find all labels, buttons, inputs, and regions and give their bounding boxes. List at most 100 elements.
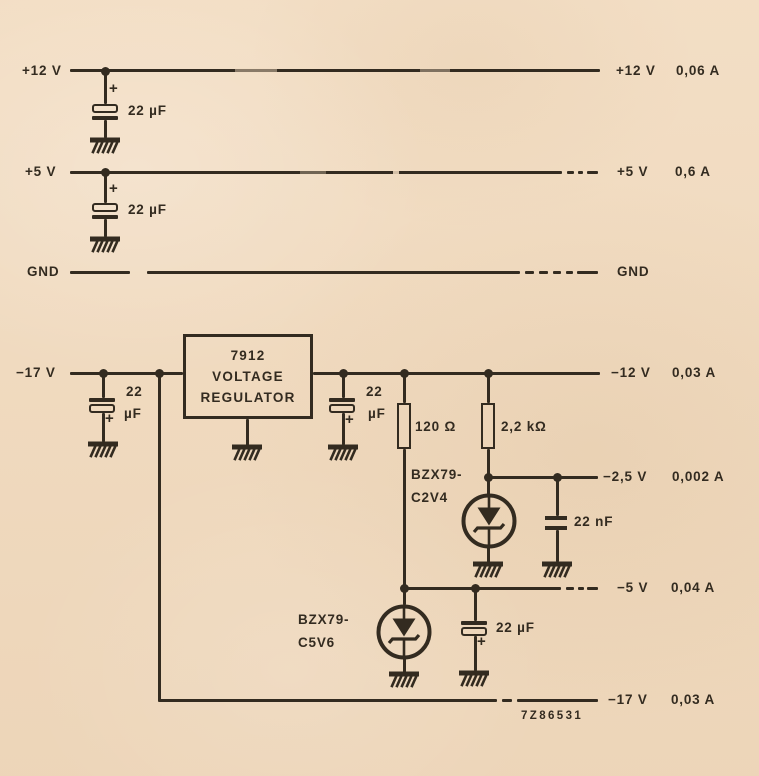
polarity-mark-c2: + xyxy=(109,180,118,197)
ground-symbol-c2 xyxy=(90,236,120,253)
wire-dash xyxy=(578,587,584,590)
ground-symbol-regulator xyxy=(232,444,262,461)
wire-c1-lead xyxy=(104,120,107,138)
wire-r2-lead xyxy=(487,373,490,403)
wire-dash xyxy=(553,271,561,274)
label-minus12-right: −12 V xyxy=(611,365,651,380)
label-minus2v5-current: 0,002 A xyxy=(672,469,725,484)
junction-dot xyxy=(154,368,164,378)
label-plus5-current: 0,6 A xyxy=(675,164,711,179)
capacitor-c4-minus-plate xyxy=(329,398,355,402)
capacitor-c2-minus-plate xyxy=(92,215,118,219)
zener-diode-z2 xyxy=(376,604,432,660)
junction-dot xyxy=(100,66,110,76)
label-plus12-left: +12 V xyxy=(22,63,62,78)
wire-minus2v5-rail xyxy=(487,476,598,479)
label-minus17-current: 0,03 A xyxy=(671,692,716,707)
junction-dot xyxy=(338,368,348,378)
ground-symbol-c6 xyxy=(459,670,489,687)
polarity-mark-c3: + xyxy=(105,410,114,427)
label-c4-value-bottom: µF xyxy=(368,406,386,421)
label-plus5-right: +5 V xyxy=(617,164,649,179)
wire-c4-lead xyxy=(342,373,345,398)
capacitor-c3-plus-plate xyxy=(89,404,115,413)
wire-c6-lead xyxy=(474,636,477,671)
ground-symbol-z1 xyxy=(473,561,503,578)
capacitor-c1-minus-plate xyxy=(92,116,118,120)
wire-c2-lead xyxy=(104,173,107,203)
wire-dash xyxy=(502,699,512,702)
label-minus17-right: −17 V xyxy=(608,692,648,707)
capacitor-c2-plus-plate xyxy=(92,203,118,212)
resistor-r2 xyxy=(481,403,495,449)
wire-gnd-rail xyxy=(70,271,130,274)
wire-minus17-rail xyxy=(158,699,497,702)
regulator-label-line3: REGULATOR xyxy=(200,390,296,405)
label-minus12-current: 0,03 A xyxy=(672,365,717,380)
wire-c1-lead xyxy=(104,71,107,104)
wire-dash xyxy=(566,587,574,590)
wire-r1-to-z2 xyxy=(403,449,406,605)
wire-dash xyxy=(578,171,583,174)
label-minus5-current: 0,04 A xyxy=(671,580,716,595)
label-c2-value: 22 µF xyxy=(128,202,167,217)
junction-dot xyxy=(483,472,493,482)
junction-dot xyxy=(100,167,110,177)
wire-c5-lead xyxy=(556,530,559,562)
junction-dot xyxy=(552,472,562,482)
label-z2-part-line1: BZX79- xyxy=(298,612,350,627)
resistor-r1 xyxy=(397,403,411,449)
label-c1-value: 22 µF xyxy=(128,103,167,118)
capacitor-c1-plus-plate xyxy=(92,104,118,113)
capacitor-c3-minus-plate xyxy=(89,398,115,402)
wire-gnd-rail xyxy=(147,271,520,274)
label-c3-value-bottom: µF xyxy=(124,406,142,421)
wire-dash xyxy=(566,271,573,274)
wire-c3-lead xyxy=(102,413,105,442)
label-r1-value: 120 Ω xyxy=(415,419,457,434)
ground-symbol-c4 xyxy=(328,444,358,461)
wire-dash xyxy=(587,171,598,174)
figure-code: 7Z86531 xyxy=(521,710,584,722)
junction-dot xyxy=(470,583,480,593)
wire-c6-lead xyxy=(474,589,477,621)
wire-minus12-rail xyxy=(313,372,600,375)
label-gnd-right: GND xyxy=(617,264,650,279)
zener-diode-z1 xyxy=(461,493,517,549)
wire-z1-ground-lead xyxy=(487,546,490,563)
ground-symbol-c1 xyxy=(90,137,120,154)
wire-c2-lead xyxy=(104,219,107,237)
junction-dot xyxy=(483,368,493,378)
regulator-label-line2: VOLTAGE xyxy=(212,369,284,384)
wire-minus17-rail xyxy=(517,699,598,702)
wire-plus12-rail xyxy=(70,69,600,72)
label-plus12-current: 0,06 A xyxy=(676,63,721,78)
wire-minus17-drop xyxy=(158,372,161,701)
voltage-regulator-box: 7912 VOLTAGE REGULATOR xyxy=(183,334,313,419)
polarity-mark-c6: + xyxy=(477,633,486,650)
label-plus5-left: +5 V xyxy=(25,164,57,179)
wire-dash xyxy=(587,587,598,590)
junction-dot xyxy=(98,368,108,378)
ground-symbol-c3 xyxy=(88,441,118,458)
wire-c3-lead xyxy=(102,373,105,398)
ground-symbol-z2 xyxy=(389,671,419,688)
label-minus2v5-right: −2,5 V xyxy=(603,469,648,484)
label-z1-part-line2: C2V4 xyxy=(411,490,448,505)
junction-dot xyxy=(399,583,409,593)
capacitor-c4-plus-plate xyxy=(329,404,355,413)
wire-c4-lead xyxy=(342,413,345,445)
label-z1-part-line1: BZX79- xyxy=(411,467,463,482)
wire-r1-lead xyxy=(403,373,406,403)
capacitor-c5-plate xyxy=(545,526,567,530)
polarity-mark-c4: + xyxy=(345,411,354,428)
label-c5-value: 22 nF xyxy=(574,514,614,529)
wire-plus5-rail xyxy=(70,171,562,174)
ground-symbol-c5 xyxy=(542,561,572,578)
wire-minus17-input xyxy=(70,372,183,375)
label-r2-value: 2,2 kΩ xyxy=(501,419,547,434)
label-z2-part-line2: C5V6 xyxy=(298,635,335,650)
label-minus17-left: −17 V xyxy=(16,365,56,380)
label-c6-value: 22 µF xyxy=(496,620,535,635)
